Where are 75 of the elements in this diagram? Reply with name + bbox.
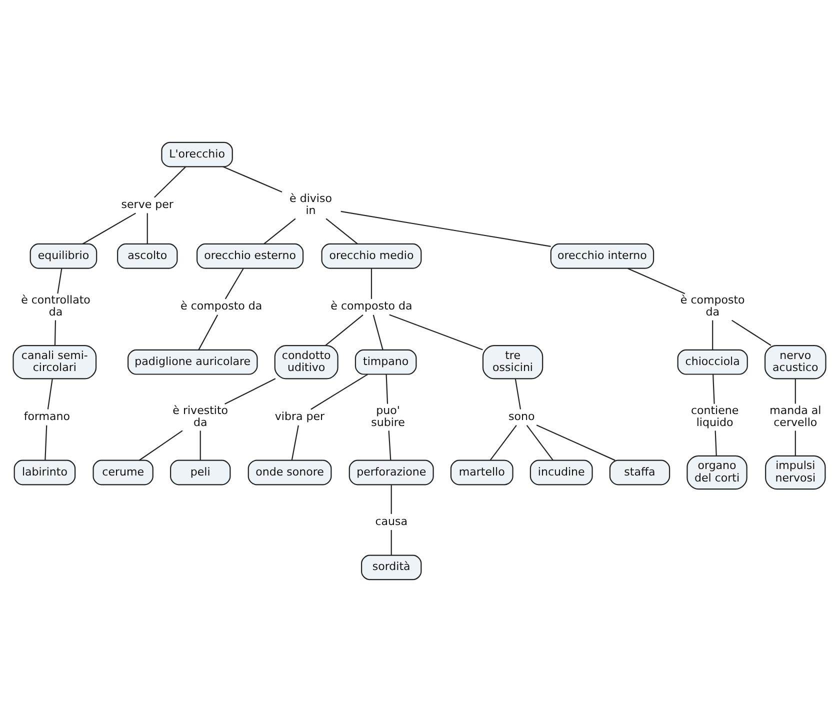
node-box: orecchio interno	[550, 242, 654, 268]
connector	[794, 430, 796, 456]
node-box: onde sonore	[248, 459, 332, 485]
node-text: è composto da	[680, 293, 745, 318]
connector	[146, 212, 148, 244]
connector	[390, 484, 392, 514]
connector	[712, 320, 714, 350]
connector	[386, 374, 388, 404]
connector	[536, 424, 616, 460]
connector	[628, 268, 686, 294]
node-box: martello	[450, 459, 514, 485]
connector	[224, 378, 276, 404]
node-text: manda al cervello	[770, 403, 822, 429]
node-box: staffa	[609, 459, 670, 485]
connector	[714, 430, 717, 456]
node-box: labirinto	[14, 459, 76, 485]
connector	[57, 268, 62, 294]
node-text: è composto da	[330, 299, 412, 312]
node-text: serve per	[121, 198, 174, 211]
node-box: orecchio medio	[321, 242, 422, 268]
connector	[372, 314, 384, 350]
node-text: è rivestito da	[172, 403, 228, 429]
connector	[526, 424, 554, 460]
connector	[389, 314, 483, 350]
connector	[198, 314, 218, 350]
node-box: impulsi nervosi	[765, 454, 826, 490]
connector	[325, 314, 364, 346]
connector	[712, 374, 715, 404]
node-text: puo' subire	[371, 403, 405, 429]
connector	[388, 430, 392, 460]
node-box: ascolto	[117, 242, 178, 268]
connector	[44, 424, 48, 460]
node-box: incudine	[530, 459, 593, 485]
node-box: chiocciola	[677, 348, 748, 374]
node-box: organo del corti	[686, 454, 748, 490]
node-box: equilibrio	[30, 242, 98, 268]
connector	[82, 212, 136, 244]
connector	[54, 320, 56, 345]
node-text: è composto da	[180, 299, 262, 312]
connector	[514, 378, 522, 409]
node-box: canali semi- circolari	[12, 344, 97, 379]
connector	[794, 378, 796, 404]
node-text: formano	[24, 410, 70, 423]
node-box: peli	[170, 459, 231, 485]
connector	[154, 166, 186, 198]
node-box: L'orecchio	[161, 141, 233, 167]
node-text: vibra per	[274, 410, 325, 423]
connector	[264, 218, 296, 244]
node-box: padiglione auricolare	[128, 348, 258, 374]
connector	[390, 530, 392, 555]
connector	[222, 166, 282, 192]
connector	[326, 218, 358, 244]
connector	[47, 378, 53, 409]
node-box: nervo acustico	[764, 344, 826, 379]
connector	[224, 268, 244, 299]
connector	[200, 430, 201, 460]
node-box: orecchio esterno	[196, 242, 304, 268]
connector	[490, 424, 517, 460]
node-text: sono	[508, 410, 535, 423]
node-text: è diviso in	[290, 192, 332, 217]
node-box: condotto uditivo	[274, 344, 338, 379]
connector	[370, 268, 372, 298]
node-text: causa	[375, 514, 408, 528]
node-box: tre ossicini	[482, 344, 544, 379]
node-box: cerume	[92, 459, 154, 485]
connector	[139, 430, 183, 460]
connector	[732, 319, 772, 346]
node-box: sordità	[360, 554, 422, 580]
node-text: contiene liquido	[690, 403, 739, 429]
connector	[291, 424, 299, 460]
node-box: timpano	[354, 348, 417, 374]
node-text: è controllato da	[21, 293, 90, 318]
connector	[310, 373, 368, 410]
connector	[340, 210, 551, 246]
node-box: perforazione	[348, 459, 434, 485]
